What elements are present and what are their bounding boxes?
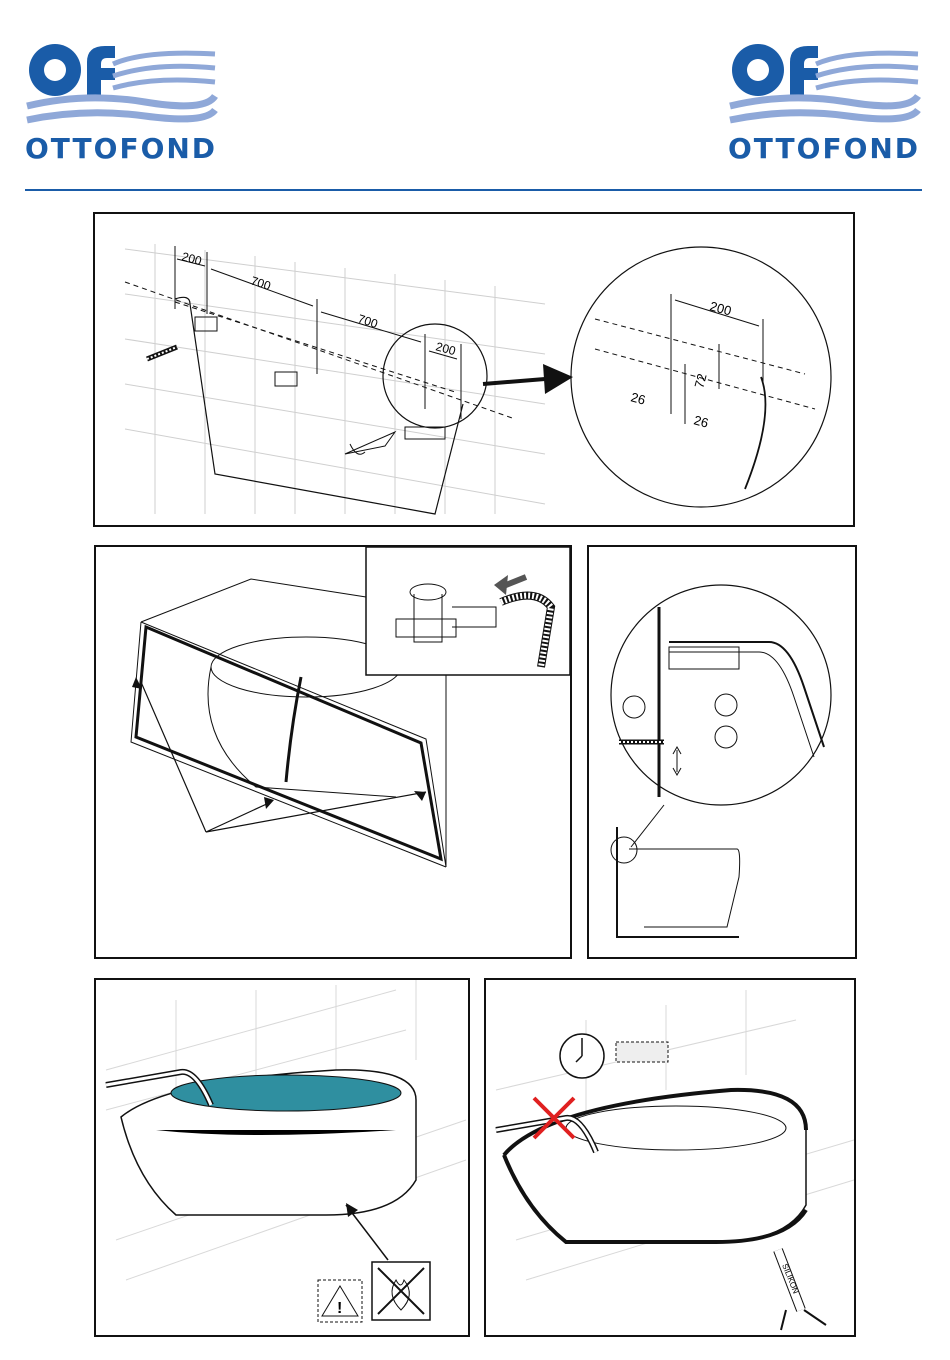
detail-dim-height-label: 72 (691, 372, 709, 390)
logo-wordmark: OTTOFOND (728, 132, 920, 165)
panel-mounting-detail (587, 545, 857, 959)
panel-water-test: ! (94, 978, 470, 1337)
wall-bracket (275, 372, 297, 386)
warning-icon: ! (318, 1280, 362, 1322)
level-tag (405, 427, 445, 439)
panel-sealing: SILIKON (484, 978, 856, 1337)
wall-bracket (195, 317, 217, 331)
clock-icon (560, 1034, 604, 1078)
detail-dim-top-label: 200 (708, 298, 733, 318)
panel-wall-mounting: 200 700 700 200 200 72 (93, 212, 855, 527)
svg-text:!: ! (337, 1300, 342, 1317)
bolt-icon (147, 347, 177, 359)
time-tag (616, 1042, 668, 1062)
dim-right-label: 200 (434, 339, 457, 358)
brand-logo-left: OTTOFOND (25, 40, 225, 165)
bracket-detail-icon (669, 647, 739, 669)
logo-wordmark: OTTOFOND (25, 132, 217, 165)
no-fire-icon (372, 1262, 430, 1320)
caulk-gun-icon: SILIKON (778, 1250, 826, 1330)
wall-mounting-illustration: 200 700 700 200 200 72 (95, 214, 853, 525)
header-divider (25, 189, 922, 191)
panel-frame-drain (94, 545, 572, 959)
detail-dim-right-label: 26 (692, 412, 710, 430)
frame-drain-illustration (96, 547, 570, 957)
magnifier-arrow-icon (483, 364, 573, 394)
water-test-illustration: ! (96, 980, 468, 1335)
sealing-illustration: SILIKON (486, 980, 854, 1335)
brand-logo-right: OTTOFOND (728, 40, 928, 165)
logo-mark-icon (25, 40, 225, 135)
drill-icon (345, 432, 395, 454)
height-adjust-icon (673, 747, 681, 775)
caulk-label: SILIKON (780, 1262, 800, 1295)
detail-callout (383, 324, 487, 428)
dim-left-label: 200 (180, 249, 203, 268)
detail-dim-left-label: 26 (629, 389, 647, 407)
logo-mark-icon (728, 40, 928, 135)
mounting-detail-illustration (589, 547, 855, 957)
